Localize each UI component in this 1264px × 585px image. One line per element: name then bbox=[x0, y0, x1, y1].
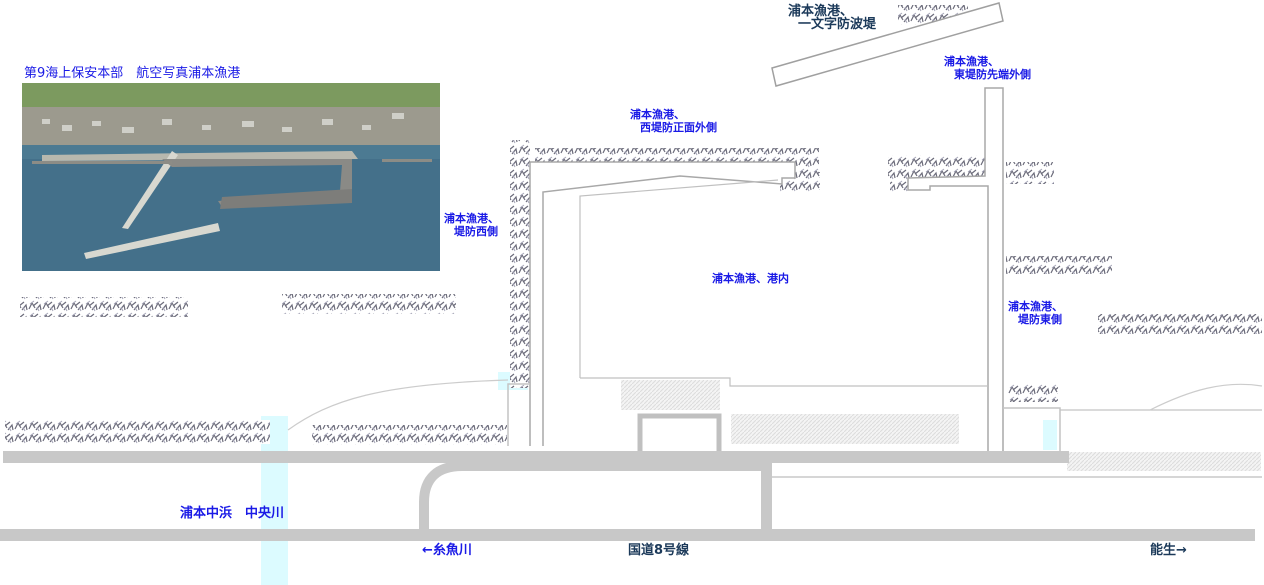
label-west-side-line2: 堤防西側 bbox=[454, 225, 498, 238]
label-higashi-tip: 浦本漁港、 東堤防先端外側 bbox=[944, 55, 1031, 81]
label-route-8: 国道8号線 bbox=[628, 543, 690, 558]
label-ichimonji-line2: 一文字防波堤 bbox=[798, 17, 877, 32]
label-east-side-line2: 堤防東側 bbox=[1018, 313, 1062, 326]
shore-west-quay bbox=[507, 383, 530, 446]
label-east-side-line1: 浦本漁港、 bbox=[1008, 300, 1063, 313]
east-breakwater bbox=[907, 87, 1004, 453]
coastal-road bbox=[3, 451, 1069, 463]
quay-hatch-2 bbox=[731, 414, 959, 444]
photo-title: 第9海上保安本部 航空写真浦本漁港 bbox=[24, 66, 241, 81]
quay-hatch-1 bbox=[621, 380, 720, 410]
slipway bbox=[637, 413, 722, 452]
label-nishi-front: 浦本漁港、 西堤防正面外側 bbox=[630, 108, 717, 134]
route-8-road bbox=[0, 529, 1255, 541]
shore-west-curve bbox=[287, 379, 509, 431]
quay-hatch-3 bbox=[1067, 452, 1261, 471]
label-west-side: 浦本漁港、 堤防西側 bbox=[444, 212, 499, 238]
label-higashi-tip-line2: 東堤防先端外側 bbox=[954, 68, 1031, 81]
tetrapod-east-4 bbox=[1008, 384, 1058, 402]
tetrapod-east-1 bbox=[1006, 162, 1054, 184]
label-itoigawa: ←糸魚川 bbox=[422, 543, 472, 558]
label-nakahama: 浦本中浜 中央川 bbox=[180, 506, 285, 521]
label-harbor-inner: 浦本漁港、港内 bbox=[712, 272, 789, 285]
label-ichimonji-line1: 浦本漁港、 bbox=[788, 4, 854, 19]
west-breakwater bbox=[529, 161, 796, 446]
shore-east-curve bbox=[1149, 383, 1263, 411]
label-ichimonji: 浦本漁港、 一文字防波堤 bbox=[788, 5, 876, 31]
road-connector-mid bbox=[761, 466, 772, 532]
tetrapod-west-shore-1 bbox=[20, 297, 188, 317]
aerial-photo bbox=[22, 83, 440, 271]
river-chuo bbox=[261, 416, 288, 585]
ichimonji-breakwater bbox=[771, 2, 1004, 87]
aerial-photo-art bbox=[22, 83, 440, 271]
road-curve bbox=[419, 461, 772, 532]
tetrapod-east-2 bbox=[1006, 256, 1112, 274]
inner-harbor-outline bbox=[579, 179, 988, 387]
tetrapod-west-shore-2 bbox=[282, 294, 456, 314]
tetrapod-west-breakwater bbox=[510, 140, 530, 388]
tetrapod-east-tip bbox=[888, 155, 986, 177]
label-higashi-tip-line1: 浦本漁港、 bbox=[944, 55, 999, 68]
tetrapod-east-3 bbox=[1098, 314, 1262, 334]
road-connector-west bbox=[3, 463, 1069, 532]
tetrapod-shore-4 bbox=[312, 425, 507, 445]
label-nou: 能生→ bbox=[1150, 543, 1187, 558]
label-nishi-front-line1: 浦本漁港、 bbox=[630, 108, 685, 121]
label-east-side: 浦本漁港、 堤防東側 bbox=[1008, 300, 1063, 326]
shore-east-quay bbox=[1003, 407, 1061, 452]
label-west-side-line1: 浦本漁港、 bbox=[444, 212, 499, 225]
tetrapod-shore-3 bbox=[5, 420, 270, 444]
river-east-outlet bbox=[1043, 420, 1057, 450]
label-nishi-front-line2: 西堤防正面外側 bbox=[640, 121, 717, 134]
